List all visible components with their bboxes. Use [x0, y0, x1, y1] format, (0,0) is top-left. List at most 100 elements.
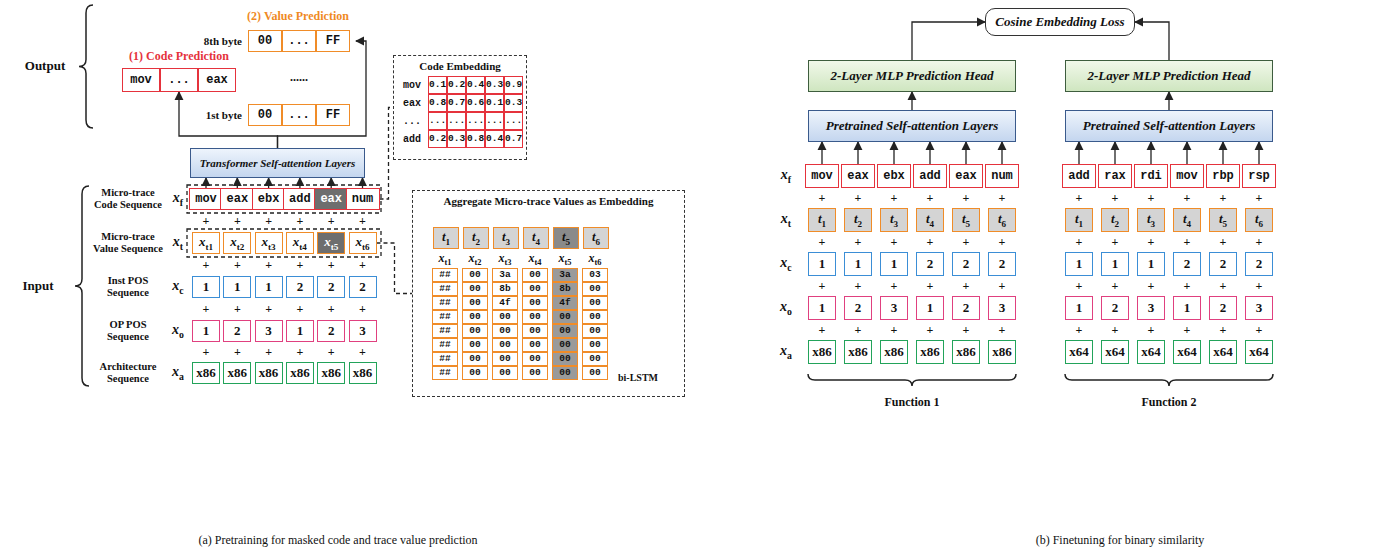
box-text: 2 — [963, 256, 970, 272]
token-box: FF — [316, 104, 350, 126]
plus-sign: + — [927, 279, 934, 294]
plus-sign: + — [1256, 279, 1263, 294]
plus-sign: + — [1184, 191, 1191, 206]
box-text: t6 — [1255, 211, 1263, 229]
token-box: xt4 — [286, 232, 314, 254]
symbol-subscript: t4 — [299, 242, 307, 252]
table-cell: 0.2 — [428, 130, 447, 148]
token-box: 2 — [317, 276, 345, 298]
token-box: 1 — [1137, 252, 1165, 276]
box-text: x86 — [353, 365, 373, 381]
table-cell: 0.7 — [447, 94, 466, 112]
box-text: ... — [168, 73, 190, 87]
box-text: x86 — [259, 365, 279, 381]
box-text: 3 — [999, 300, 1006, 316]
table-cell: 0.4 — [485, 130, 504, 148]
byte-cell: 00 — [522, 310, 548, 324]
box-text: t3 — [502, 229, 510, 247]
table-cell: 0.9 — [504, 76, 523, 94]
token-box: 2 — [317, 320, 345, 342]
box-text: 1 — [819, 256, 826, 272]
token-box: t1 — [1065, 208, 1093, 232]
byte-cell: 3a — [552, 268, 578, 282]
token-box: 2 — [952, 296, 980, 320]
box-text: t1 — [818, 211, 826, 229]
sequence-name: Micro-trace Value Sequence — [91, 231, 165, 255]
token-box: 1 — [1065, 252, 1093, 276]
plus-sign: + — [1220, 323, 1227, 338]
box-text: x86 — [920, 344, 940, 360]
symbol-subscript: a — [787, 350, 792, 361]
symbol-subscript: c — [179, 285, 183, 296]
symbol-base: t — [926, 211, 930, 226]
token-box: t6 — [988, 208, 1016, 232]
symbol-subscript: 2 — [1115, 219, 1120, 229]
column-header: xt4 — [529, 251, 542, 267]
box-text: 1 — [927, 300, 934, 316]
loss-box: Cosine Embedding Loss — [985, 8, 1135, 36]
plus-sign: + — [1184, 235, 1191, 250]
sequence-symbol: xo — [780, 299, 792, 317]
byte-cell: 00 — [522, 338, 548, 352]
plus-sign: + — [1220, 235, 1227, 250]
symbol-subscript: 2 — [858, 219, 863, 229]
symbol-subscript: 4 — [536, 237, 541, 247]
arrow-connector — [1135, 22, 1169, 60]
byte-cell: 00 — [462, 338, 488, 352]
token-box: t4 — [523, 227, 549, 249]
box-text: x64 — [1177, 344, 1197, 360]
box-text: 2 — [328, 323, 335, 339]
token-box: 2 — [844, 296, 872, 320]
box-text: x86 — [812, 344, 832, 360]
box-text: 2 — [927, 256, 934, 272]
token-box: t3 — [1137, 208, 1165, 232]
token-box: rsp — [1242, 164, 1276, 188]
sequence-symbol: xt — [781, 211, 791, 229]
token-box: xt6 — [349, 232, 377, 254]
caption: (b) Finetuning for binary similarity — [1036, 533, 1205, 548]
box-text: x86 — [992, 344, 1012, 360]
sequence-symbol: xa — [172, 364, 184, 382]
mlp-head-box: 2-Layer MLP Prediction Head — [808, 60, 1016, 92]
symbol-base: t — [562, 229, 566, 244]
plus-sign: + — [1076, 279, 1083, 294]
table-cell: 0.1 — [485, 94, 504, 112]
plus-sign: + — [1220, 191, 1227, 206]
box-text: x64 — [1141, 344, 1161, 360]
symbol-base: x — [780, 343, 787, 358]
token-box: 2 — [286, 276, 314, 298]
byte-cell: 4f — [552, 296, 578, 310]
token-box: 1 — [255, 276, 283, 298]
sequence-name: Micro-trace Code Sequence — [91, 187, 165, 211]
token-box: t6 — [1245, 208, 1273, 232]
byte-cell: ## — [432, 282, 458, 296]
symbol-subscript: 5 — [1223, 219, 1228, 229]
symbol-subscript: 6 — [1002, 219, 1007, 229]
table-row-name: ... — [403, 116, 421, 127]
symbol-subscript: t2 — [237, 242, 245, 252]
token-box: ebx — [877, 164, 911, 188]
box-text: eax — [847, 169, 869, 183]
symbol-base: x — [559, 251, 565, 265]
symbol-subscript: t5 — [565, 258, 572, 267]
symbol-base: x — [173, 190, 180, 205]
plus-sign: + — [999, 279, 1006, 294]
byte-cell: 00 — [462, 296, 488, 310]
byte-cell: 00 — [492, 338, 518, 352]
box-text: t6 — [592, 229, 600, 247]
token-box: 1 — [1101, 252, 1129, 276]
plus-sign: + — [855, 279, 862, 294]
token-box: t1 — [808, 208, 836, 232]
sequence-symbol: xf — [781, 167, 791, 185]
plus-sign: + — [203, 214, 210, 229]
byte-cell: 00 — [522, 268, 548, 282]
byte-row: 8th byte00...FF — [248, 30, 350, 52]
sequence-name: Inst POS Sequence — [91, 275, 165, 299]
box-text: 1 — [891, 256, 898, 272]
box-text: eax — [320, 192, 342, 206]
arrow-connector — [1168, 92, 1169, 110]
arrow-connector — [1186, 142, 1187, 164]
box-text: 1 — [1184, 300, 1191, 316]
symbol-base: t — [502, 229, 506, 244]
arrow-connector — [1078, 142, 1079, 164]
